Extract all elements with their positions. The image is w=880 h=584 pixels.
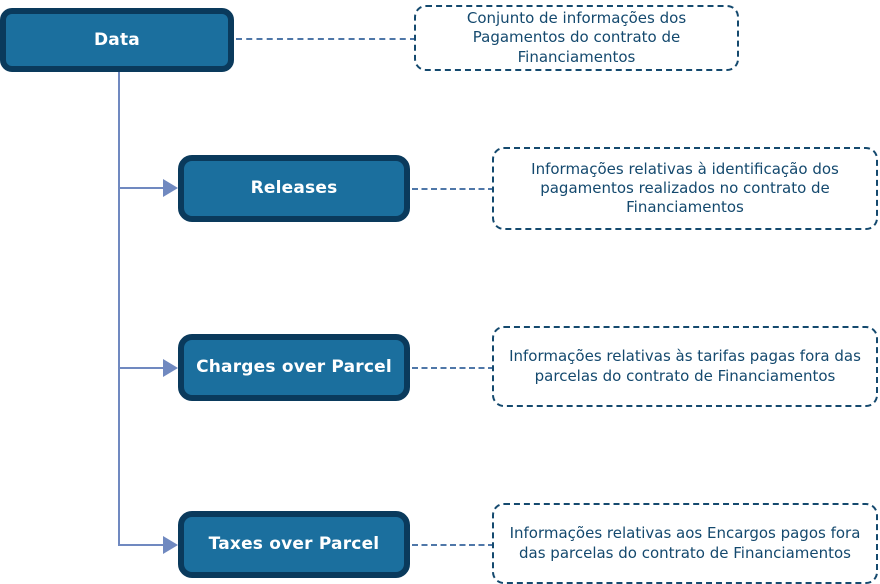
arrowhead-charges [163,359,178,377]
branch-line-taxes [118,544,173,546]
trunk-line [118,72,120,546]
node-releases[interactable]: Releases [178,155,410,222]
node-charges-over-parcel[interactable]: Charges over Parcel [178,334,410,401]
note-data: Conjunto de informações dos Pagamentos d… [414,5,739,71]
branch-line-charges [118,367,173,369]
note-connector-taxes [412,544,494,546]
note-connector-releases [412,188,494,190]
note-charges-over-parcel: Informações relativas às tarifas pagas f… [492,326,878,407]
branch-line-releases [118,187,173,189]
note-taxes-over-parcel: Informações relativas aos Encargos pagos… [492,503,878,584]
arrowhead-taxes [163,536,178,554]
node-taxes-over-parcel[interactable]: Taxes over Parcel [178,511,410,578]
node-data[interactable]: Data [0,8,234,72]
note-connector-root [236,38,416,40]
arrowhead-releases [163,179,178,197]
note-releases: Informações relativas à identificação do… [492,147,878,230]
note-connector-charges [412,367,494,369]
